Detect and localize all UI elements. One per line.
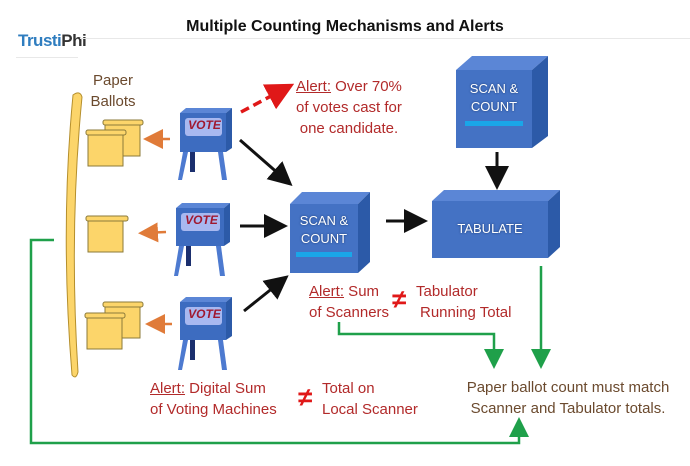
voting-machine-2 xyxy=(174,203,230,276)
vote-label-1: VOTE xyxy=(188,118,221,132)
alert-digital-sum: Alert: Digital Sum of Voting Machines xyxy=(150,378,277,420)
alert-scanner-sum-line2: of Scanners xyxy=(309,304,390,321)
voting-machine-3 xyxy=(178,297,232,370)
page-title: Multiple Counting Mechanisms and Alerts xyxy=(186,18,504,35)
alert-digital-sum-line1: Digital Sum xyxy=(185,380,266,397)
header-divider xyxy=(80,38,690,39)
alert-arrow-over-70 xyxy=(240,83,295,114)
alert-over-70-line3: one candidate. xyxy=(299,120,399,137)
vote-label-2: VOTE xyxy=(185,213,218,227)
paper-match-note: Paper ballot count must match Scanner an… xyxy=(450,377,686,419)
paper-ballots-label: Paper Ballots xyxy=(88,70,138,112)
logo-underline xyxy=(16,57,78,58)
alert-prefix: Alert: xyxy=(150,380,186,397)
alert-prefix: Alert: xyxy=(296,78,332,95)
vote-label-3: VOTE xyxy=(188,307,221,321)
verify-line-paper-ballots xyxy=(29,238,529,445)
alert-over-70: Alert: Over 70% of votes cast for one ca… xyxy=(296,76,402,139)
alert-digital-sum-right: Total on Local Scanner xyxy=(322,378,418,420)
trustiphi-logo: TrustiPhi xyxy=(18,31,87,51)
central-scanner-label: SCAN & COUNT xyxy=(456,80,532,116)
paper-ballot-2 xyxy=(85,215,129,253)
alert-prefix: Alert: xyxy=(309,283,345,300)
local-scanner-label-line1: SCAN & xyxy=(299,213,349,228)
tabulator-label: TABULATE xyxy=(457,221,523,236)
alert-scanner-sum-line1: Sum xyxy=(344,283,380,300)
paper-match-line2: Scanner and Tabulator totals. xyxy=(470,400,666,417)
not-equal-icon: ≠ xyxy=(392,284,407,314)
alert-over-70-line1: Over 70% xyxy=(331,78,402,95)
not-equal-icon: ≠ xyxy=(298,382,313,412)
paper-ballot-stack-1 xyxy=(85,119,144,167)
voting-machine-1 xyxy=(178,108,232,180)
alert-scanner-sum-right: Tabulator Running Total xyxy=(416,281,511,323)
central-scanner-box xyxy=(456,56,548,148)
paper-ballot-stack-3 xyxy=(84,301,144,350)
ballot-arrow-2 xyxy=(138,222,167,243)
logo-text-accent: Phi xyxy=(61,31,87,50)
flow-arrow-vm3-scanner xyxy=(243,275,289,313)
tabulator-box xyxy=(432,190,560,258)
alert-over-70-line2: of votes cast for xyxy=(296,99,402,116)
ballot-bracket xyxy=(65,92,83,378)
alert-digital-sum-right1: Total on xyxy=(322,380,375,397)
paper-match-line1: Paper ballot count must match xyxy=(466,379,670,396)
paper-ballots-label-line1: Paper xyxy=(92,72,134,89)
local-scanner-box xyxy=(290,192,370,273)
alert-scanner-sum-right2: Running Total xyxy=(420,304,512,321)
flow-arrow-vm1-scanner xyxy=(239,138,293,186)
local-scanner-label: SCAN & COUNT xyxy=(290,212,358,248)
verify-line-scanner xyxy=(337,322,504,369)
paper-ballots-label-line2: Ballots xyxy=(90,93,136,110)
alert-digital-sum-line2: of Voting Machines xyxy=(150,401,277,418)
alert-scanner-sum-right1: Tabulator xyxy=(416,283,478,300)
alert-digital-sum-right2: Local Scanner xyxy=(322,401,418,418)
central-scanner-label-line1: SCAN & xyxy=(469,81,519,96)
alert-scanner-sum: Alert: Sum of Scanners xyxy=(309,281,389,323)
local-scanner-label-line2: COUNT xyxy=(300,231,348,246)
central-scanner-label-line2: COUNT xyxy=(470,99,518,114)
logo-text-main: Trusti xyxy=(18,31,62,50)
